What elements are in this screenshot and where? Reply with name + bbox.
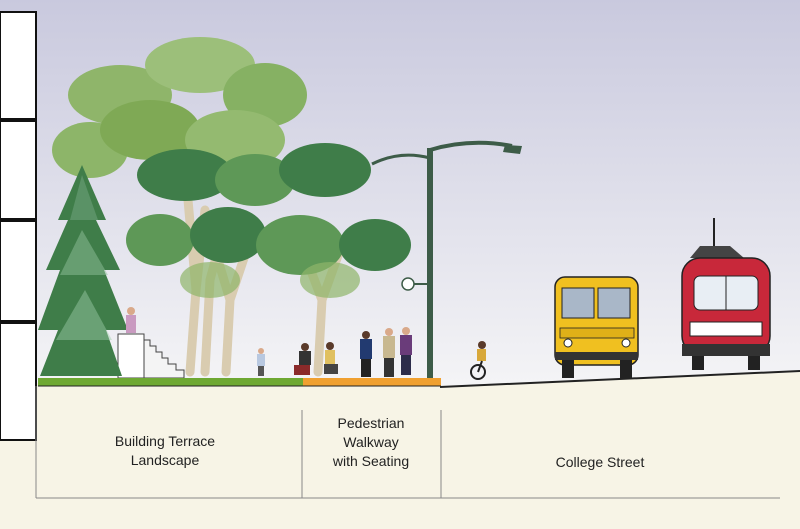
stairs-icon (117, 333, 185, 379)
walkway-line-3: with Seating (332, 453, 410, 469)
street-line-1: College Street (555, 454, 645, 470)
zone-label-terrace: Building Terrace Landscape (90, 432, 240, 470)
zone-label-street: College Street (520, 453, 680, 472)
street-lamp-icon (371, 140, 522, 380)
streetcar-icon (681, 218, 771, 370)
terrace-line-2: Landscape (130, 452, 200, 468)
conifer-tree-icon (38, 165, 128, 376)
ground-section (0, 372, 800, 529)
walkway-ground-bar (303, 378, 441, 386)
zone-label-walkway: Pedestrian Walkway with Seating (306, 414, 436, 471)
street-surface (439, 370, 800, 388)
walkway-line-1: Pedestrian (337, 415, 405, 431)
building (0, 11, 37, 441)
terrace-line-1: Building Terrace (114, 433, 216, 449)
school-bus-icon (554, 276, 639, 378)
cyclist-icon (470, 341, 486, 380)
deciduous-tree-front (126, 143, 411, 377)
terrace-ground-bar (38, 378, 303, 386)
pedestrian-icon (126, 307, 412, 377)
walkway-line-2: Walkway (343, 434, 399, 450)
